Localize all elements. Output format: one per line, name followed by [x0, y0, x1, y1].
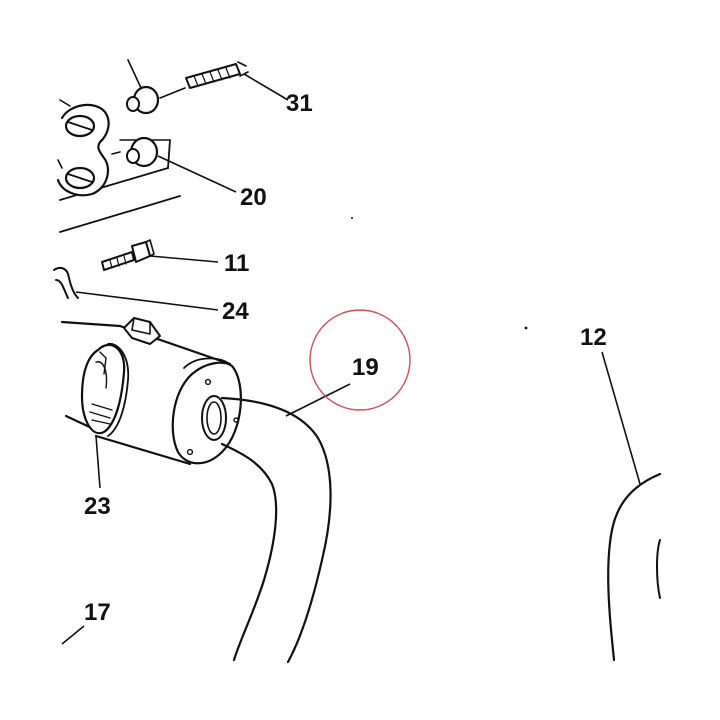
leader-11: [149, 255, 219, 263]
part-label-24: 24: [222, 298, 249, 325]
leader-31: [243, 73, 289, 101]
stray-dot: [351, 217, 353, 219]
exhaust-pipe-19: [220, 396, 332, 664]
muffler-body: [60, 317, 242, 466]
part-label-20: 20: [240, 184, 267, 211]
part-label-12: 12: [580, 324, 607, 351]
leader-23: [95, 435, 101, 489]
part-label-19: 19: [352, 354, 379, 381]
exhaust-pipe-12: [607, 472, 662, 662]
bolt-11: [101, 239, 155, 271]
leader-20: [157, 155, 237, 193]
bolt-31: [185, 61, 249, 89]
highlight-circle: [309, 309, 411, 411]
clamp-ring-23: [80, 343, 130, 437]
grommet-lower: [111, 136, 159, 168]
leader-12: [601, 351, 641, 485]
part-label-23: 23: [84, 493, 111, 520]
part-label-31: 31: [286, 90, 313, 117]
part-label-17: 17: [84, 599, 111, 626]
leader-24: [75, 291, 219, 311]
bracket-plate: [56, 99, 181, 233]
grommet-upper: [126, 59, 186, 115]
leader-19: [285, 383, 351, 417]
leader-17: [61, 625, 85, 645]
part-label-11: 11: [224, 250, 249, 277]
strap-24: [53, 266, 79, 299]
stray-dot: [524, 326, 528, 330]
